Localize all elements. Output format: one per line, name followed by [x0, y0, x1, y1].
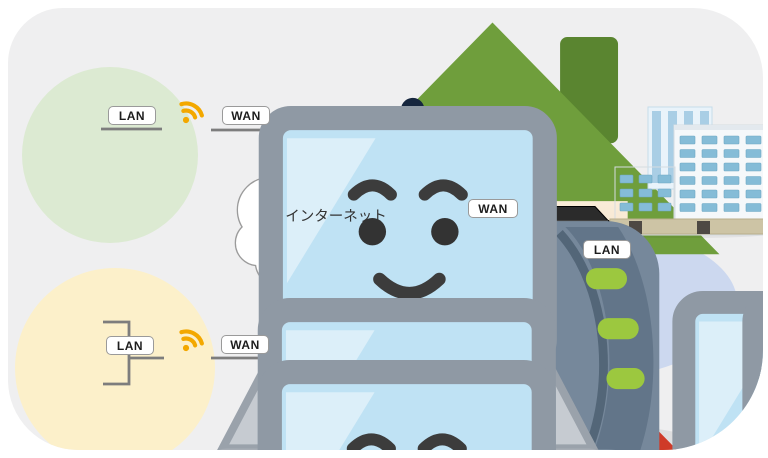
office-building-icon — [608, 107, 768, 458]
internet-cloud-label: インターネット — [285, 209, 387, 225]
label-home2-lan: LAN — [106, 336, 154, 355]
label-office-wan: WAN — [468, 199, 518, 218]
label-home1-lan: LAN — [108, 106, 156, 125]
office-windows — [620, 136, 761, 212]
label-office-lan: LAN — [583, 240, 631, 259]
zone-home2 — [15, 268, 215, 458]
zone-home1 — [22, 67, 198, 243]
label-home1-wan: WAN — [222, 106, 270, 125]
label-home2-wan: WAN — [221, 335, 269, 354]
smiling-laptop-icon — [205, 372, 608, 458]
